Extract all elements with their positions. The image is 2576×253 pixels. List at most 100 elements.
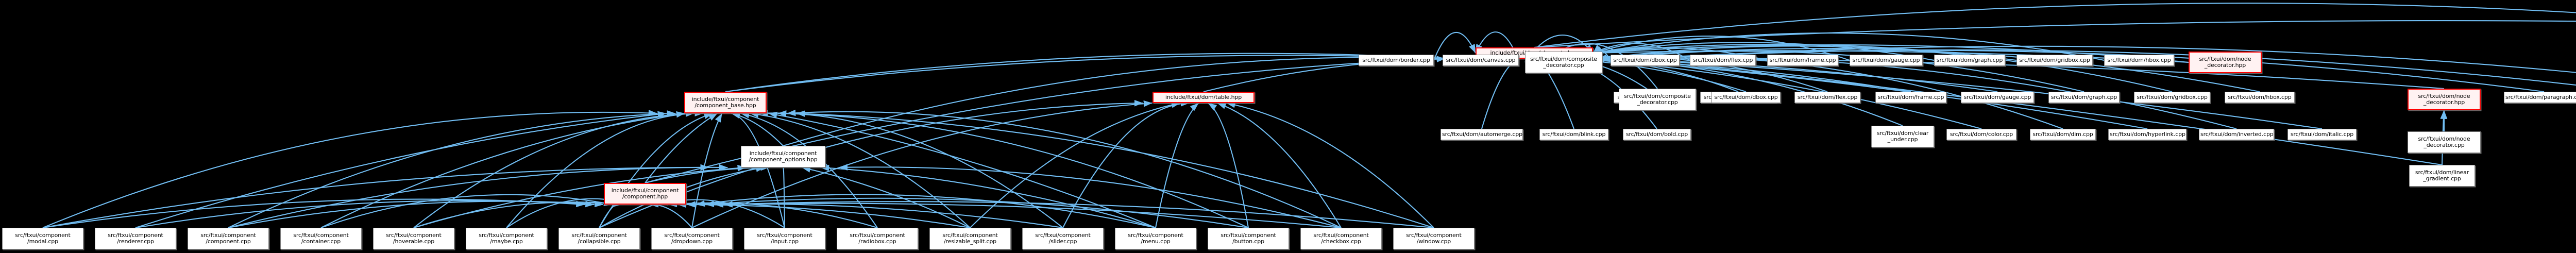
graph-node[interactable]: src/ftxui/component /radiobox.cpp <box>837 228 918 249</box>
graph-node-label: src/ftxui/dom/border.cpp <box>1362 57 1430 64</box>
graph-node[interactable]: src/ftxui/dom/color.cpp <box>1946 129 2016 140</box>
graph-node-label: src/ftxui/dom/bold.cpp <box>1625 131 1688 138</box>
graph-node[interactable]: src/ftxui/dom/graph.cpp <box>2048 92 2120 103</box>
graph-node-label: src/ftxui/component /slider.cpp <box>1035 232 1091 245</box>
graph-node-label: src/ftxui/component /dropdown.cpp <box>664 232 720 245</box>
graph-node-label: src/ftxui/dom/linear _gradient.cpp <box>2415 169 2469 182</box>
graph-node[interactable]: src/ftxui/dom/border.cpp <box>1359 55 1434 66</box>
graph-node[interactable]: src/ftxui/dom/composite _decorator.cpp <box>1619 89 1696 110</box>
graph-node-label: include/ftxui/dom/table.hpp <box>1165 94 1242 101</box>
graph-node-label: src/ftxui/component /modal.cpp <box>15 232 71 245</box>
graph-node-label: src/ftxui/dom/dbox.cpp <box>1714 94 1778 101</box>
graph-node-label: src/ftxui/component /menu.cpp <box>1128 232 1183 245</box>
graph-node[interactable]: include/ftxui/component /component_optio… <box>741 146 825 167</box>
graph-node[interactable]: src/ftxui/dom/node _decorator.hpp <box>2408 89 2481 110</box>
graph-node-label: src/ftxui/dom/gauge.cpp <box>1963 94 2031 101</box>
graph-node[interactable]: src/ftxui/component /resizable_split.cpp <box>929 228 1011 249</box>
graph-node[interactable]: src/ftxui/component /maybe.cpp <box>466 228 547 249</box>
graph-node[interactable]: src/ftxui/dom/gridbox.cpp <box>2134 92 2210 103</box>
graph-node-label: src/ftxui/dom/paragraph.cpp <box>2505 94 2576 101</box>
graph-node-label: src/ftxui/dom/italic.cpp <box>2290 131 2354 138</box>
graph-node[interactable]: src/ftxui/dom/composite _decorator.cpp <box>1525 52 1602 73</box>
graph-node-label: src/ftxui/dom/gridbox.cpp <box>2137 94 2208 101</box>
graph-node-label: src/ftxui/dom/canvas.cpp <box>1446 57 1516 64</box>
graph-node-label: src/ftxui/dom/node _decorator.hpp <box>2199 56 2251 69</box>
graph-node[interactable]: src/ftxui/dom/dbox.cpp <box>1611 55 1680 66</box>
graph-node[interactable]: src/ftxui/dom/dbox.cpp <box>1711 92 1781 103</box>
graph-node-label: src/ftxui/dom/hbox.cpp <box>2107 57 2171 64</box>
graph-node-label: src/ftxui/dom/gridbox.cpp <box>2019 57 2090 64</box>
graph-node[interactable]: src/ftxui/component /modal.cpp <box>2 228 83 249</box>
graph-node-label: include/ftxui/component /component.hpp <box>611 187 679 200</box>
graph-node-label: src/ftxui/dom/blink.cpp <box>1542 131 1606 138</box>
graph-node[interactable]: src/ftxui/dom/italic.cpp <box>2287 129 2357 140</box>
graph-node[interactable]: src/ftxui/dom/paragraph.cpp <box>2504 92 2576 103</box>
graph-node[interactable]: src/ftxui/dom/frame.cpp <box>1875 92 1946 103</box>
graph-node[interactable]: src/ftxui/dom/graph.cpp <box>1934 55 2005 66</box>
graph-node-label: src/ftxui/dom/dbox.cpp <box>1613 57 1677 64</box>
graph-node-label: src/ftxui/component /checkbox.cpp <box>1313 232 1369 245</box>
graph-node-label: src/ftxui/dom/graph.cpp <box>1936 57 2003 64</box>
graph-node[interactable]: src/ftxui/dom/hyperlink.cpp <box>2108 129 2187 140</box>
graph-node-label: src/ftxui/component /renderer.cpp <box>108 232 163 245</box>
graph-node[interactable]: src/ftxui/dom/dim.cpp <box>2030 129 2096 140</box>
graph-node-label: src/ftxui/dom/flex.cpp <box>1692 57 1753 64</box>
graph-node[interactable]: src/ftxui/dom/blink.cpp <box>1539 129 1608 140</box>
graph-node[interactable]: src/ftxui/component /hoverable.cpp <box>373 228 454 249</box>
graph-node-label: src/ftxui/component /resizable_split.cpp <box>942 232 998 245</box>
graph-node-label: src/ftxui/component /component.cpp <box>200 232 256 245</box>
graph-node[interactable]: src/ftxui/component /renderer.cpp <box>95 228 176 249</box>
graph-node-label: src/ftxui/component /radiobox.cpp <box>850 232 905 245</box>
graph-node[interactable]: src/ftxui/component /collapsible.cpp <box>558 228 640 249</box>
graph-node[interactable]: src/ftxui/dom/automerge.cpp <box>1440 129 1523 140</box>
graph-node-label: src/ftxui/dom/inverted.cpp <box>2200 131 2274 138</box>
graph-node[interactable]: src/ftxui/component /button.cpp <box>1208 228 1289 249</box>
graph-node[interactable]: src/ftxui/dom/canvas.cpp <box>1443 55 1519 66</box>
graph-node[interactable]: src/ftxui/component /dropdown.cpp <box>651 228 733 249</box>
graph-node[interactable]: src/ftxui/dom/inverted.cpp <box>2199 129 2274 140</box>
graph-node[interactable]: src/ftxui/dom/gauge.cpp <box>1850 55 1923 66</box>
graph-node-label: src/ftxui/component /button.cpp <box>1221 232 1276 245</box>
graph-node[interactable]: include/ftxui/component /component_base.… <box>684 92 767 113</box>
graph-node-label: src/ftxui/component /input.cpp <box>757 232 812 245</box>
graph-node-label: src/ftxui/dom/composite _decorator.cpp <box>1530 56 1597 69</box>
graph-node-label: src/ftxui/dom/node _decorator.cpp <box>2418 136 2470 148</box>
graph-node[interactable]: src/ftxui/component /menu.cpp <box>1115 228 1196 249</box>
graph-node[interactable]: src/ftxui/dom/gauge.cpp <box>1961 92 2034 103</box>
graph-node[interactable]: src/ftxui/dom/clear _under.cpp <box>1871 126 1934 147</box>
graph-node[interactable]: include/ftxui/dom/table.hpp <box>1153 92 1255 103</box>
graph-node-label: src/ftxui/dom/frame.cpp <box>1769 57 1836 64</box>
graph-node[interactable]: src/ftxui/component /component.cpp <box>188 228 269 249</box>
graph-node-label: src/ftxui/component /collapsible.cpp <box>571 232 627 245</box>
graph-node-label: src/ftxui/dom/automerge.cpp <box>1442 131 1522 138</box>
graph-node[interactable]: include/ftxui/component /component.hpp <box>604 183 686 205</box>
graph-node[interactable]: src/ftxui/dom/gridbox.cpp <box>2016 55 2093 66</box>
graph-node[interactable]: src/ftxui/dom/hbox.cpp <box>2104 55 2174 66</box>
graph-node-label: src/ftxui/dom/graph.cpp <box>2050 94 2117 101</box>
graph-node-label: src/ftxui/dom/node _decorator.hpp <box>2418 93 2470 106</box>
graph-node[interactable]: src/ftxui/dom/flex.cpp <box>1690 55 1756 66</box>
graph-node-label: src/ftxui/component /window.cpp <box>1406 232 1462 245</box>
graph-node[interactable]: src/ftxui/component /window.cpp <box>1393 228 1475 249</box>
graph-node[interactable]: src/ftxui/dom/linear _gradient.cpp <box>2409 165 2475 187</box>
graph-node-label: src/ftxui/dom/frame.cpp <box>1877 94 1944 101</box>
graph-node-label: src/ftxui/component /hoverable.cpp <box>386 232 442 245</box>
graph-node[interactable]: src/ftxui/dom/bold.cpp <box>1623 129 1691 140</box>
graph-node-label: src/ftxui/dom/clear _under.cpp <box>1876 130 1929 143</box>
graph-node-label: src/ftxui/dom/flex.cpp <box>1797 94 1858 101</box>
graph-node[interactable]: src/ftxui/dom/flex.cpp <box>1794 92 1860 103</box>
graph-node[interactable]: src/ftxui/component /slider.cpp <box>1022 228 1104 249</box>
graph-node[interactable]: src/ftxui/dom/frame.cpp <box>1767 55 1838 66</box>
graph-node[interactable]: src/ftxui/component /container.cpp <box>280 228 362 249</box>
graph-node-label: src/ftxui/dom/hyperlink.cpp <box>2110 131 2185 138</box>
graph-node[interactable]: src/ftxui/dom/hbox.cpp <box>2225 92 2295 103</box>
graph-node[interactable]: src/ftxui/dom/node _decorator.cpp <box>2408 131 2481 153</box>
graph-node[interactable]: src/ftxui/dom/node _decorator.hpp <box>2189 52 2262 73</box>
graph-node-label: src/ftxui/component /maybe.cpp <box>479 232 534 245</box>
graph-node[interactable]: src/ftxui/component /checkbox.cpp <box>1300 228 1382 249</box>
graph-node-label: src/ftxui/dom/composite _decorator.cpp <box>1624 93 1691 106</box>
graph-node[interactable]: src/ftxui/component /input.cpp <box>744 228 825 249</box>
graph-node-label: src/ftxui/dom/hbox.cpp <box>2228 94 2292 101</box>
